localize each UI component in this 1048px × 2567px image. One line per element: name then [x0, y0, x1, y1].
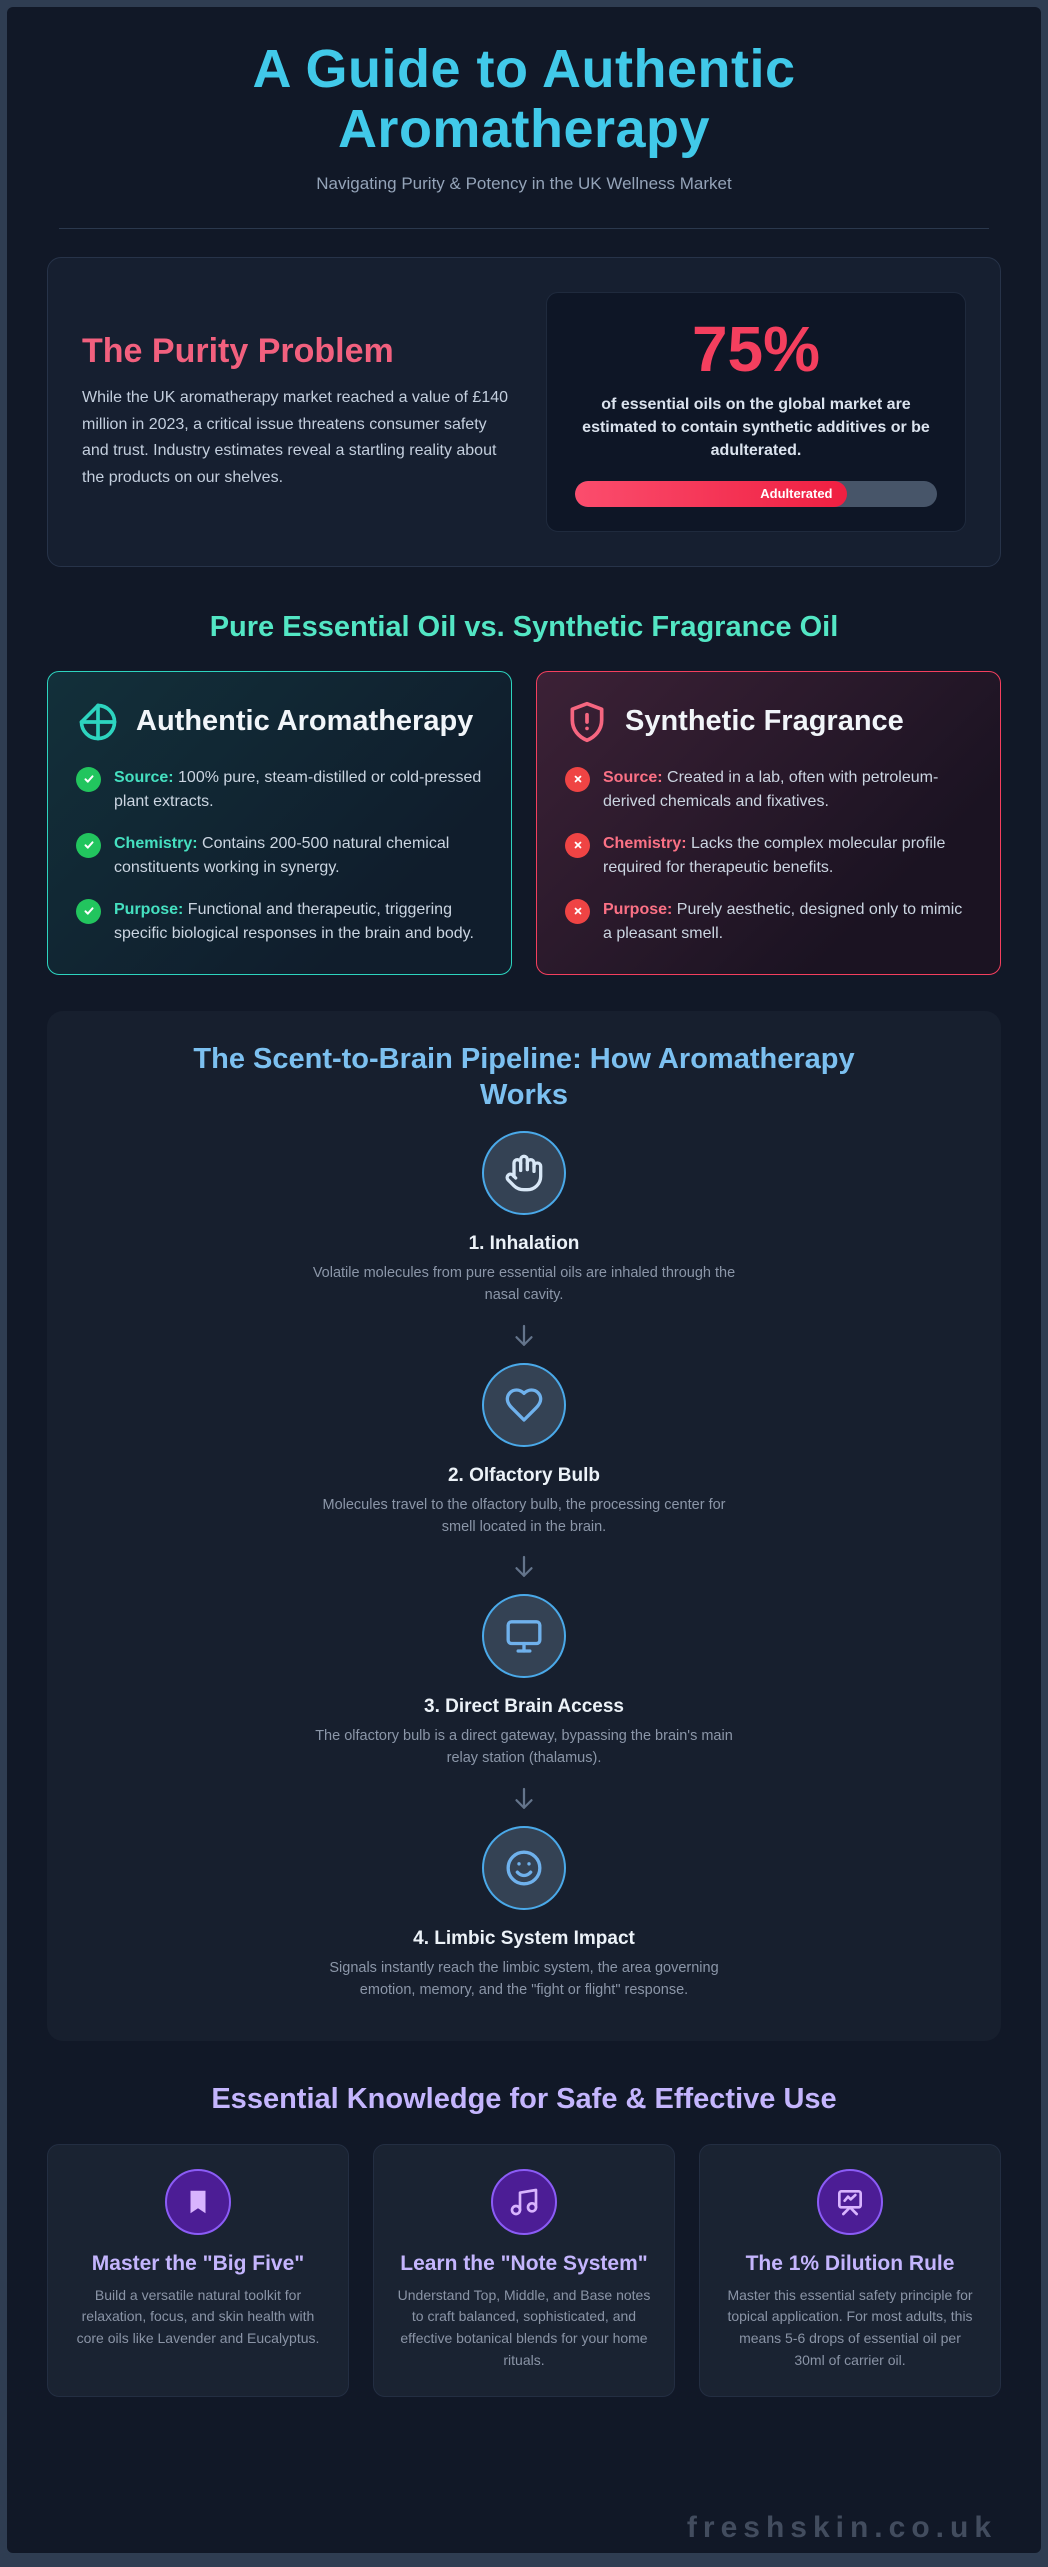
page-title: A Guide to Authentic Aromatherapy: [252, 39, 796, 160]
authentic-items: Source: 100% pure, steam-distilled or co…: [76, 766, 483, 946]
knowledge-card-text: Build a versatile natural toolkit for re…: [76, 2286, 320, 2347]
synthetic-items: Source: Created in a lab, often with pet…: [565, 766, 972, 946]
x-icon: [565, 766, 590, 792]
pipeline-heading: The Scent-to-Brain Pipeline: How Aromath…: [193, 1042, 855, 1111]
knowledge-grid: Master the "Big Five" Build a versatile …: [47, 2143, 1001, 2397]
heart-icon: [504, 1385, 544, 1425]
leaf-icon: [76, 700, 120, 744]
knowledge-icon-circle: [165, 2168, 231, 2235]
knowledge-icon-circle: [817, 2168, 883, 2235]
synthetic-card-header: Synthetic Fragrance: [565, 700, 972, 744]
x-icon: [565, 832, 590, 858]
list-item: Source: Created in a lab, often with pet…: [565, 766, 972, 814]
comparison-grid: Authentic Aromatherapy Source: 100% pure…: [47, 670, 1001, 975]
hand-icon: [504, 1153, 544, 1193]
purity-body: While the UK aromatherapy market reached…: [82, 389, 509, 486]
knowledge-card-dilution-rule: The 1% Dilution Rule Master this essenti…: [699, 2143, 1001, 2397]
synthetic-title: Synthetic Fragrance: [625, 705, 904, 738]
step-title: 2. Olfactory Bulb: [447, 1464, 601, 1486]
knowledge-card-text: Master this essential safety principle f…: [727, 2286, 973, 2368]
comparison-heading: Pure Essential Oil vs. Synthetic Fragran…: [209, 610, 839, 643]
check-icon: [76, 832, 101, 858]
pipeline-card: The Scent-to-Brain Pipeline: How Aromath…: [47, 1010, 1001, 2042]
page-subtitle: Navigating Purity & Potency in the UK We…: [316, 173, 732, 193]
adulteration-stat-box: 75% of essential oils on the global mark…: [546, 291, 966, 532]
monitor-icon: [504, 1616, 544, 1656]
step-text: Volatile molecules from pure essential o…: [312, 1265, 736, 1303]
authentic-card: Authentic Aromatherapy Source: 100% pure…: [47, 670, 512, 975]
authentic-card-header: Authentic Aromatherapy: [76, 700, 483, 744]
list-item: Purpose: Purely aesthetic, designed only…: [565, 898, 972, 946]
stat-caption: of essential oils on the global market a…: [582, 395, 930, 460]
step-text: Signals instantly reach the limbic syste…: [329, 1959, 719, 1998]
step-icon-circle: [482, 1825, 566, 1910]
knowledge-icon-circle: [491, 2168, 557, 2235]
presentation-icon: [834, 2186, 866, 2218]
step-icon-circle: [482, 1362, 566, 1447]
check-icon: [76, 766, 101, 792]
authentic-title: Authentic Aromatherapy: [136, 705, 474, 738]
watermark: freshskin.co.uk: [686, 2511, 997, 2544]
pipeline-step-olfactory-bulb: 2. Olfactory Bulb Molecules travel to th…: [87, 1362, 961, 1539]
infographic-page: A Guide to Authentic Aromatherapy Naviga…: [7, 7, 1041, 2553]
knowledge-card-note-system: Learn the "Note System" Understand Top, …: [373, 2143, 675, 2397]
knowledge-card-title: Learn the "Note System": [400, 2251, 648, 2275]
step-title: 3. Direct Brain Access: [424, 1696, 624, 1718]
step-icon-circle: [482, 1131, 566, 1216]
adulterated-bar-track: Adulterated: [575, 480, 937, 507]
knowledge-heading: Essential Knowledge for Safe & Effective…: [211, 2083, 837, 2116]
step-text: The olfactory bulb is a direct gateway, …: [315, 1728, 733, 1766]
knowledge-card-big-five: Master the "Big Five" Build a versatile …: [47, 2143, 349, 2397]
arrow-down-icon: [87, 1321, 961, 1351]
list-item: Purpose: Functional and therapeutic, tri…: [76, 898, 483, 946]
step-text: Molecules travel to the olfactory bulb, …: [322, 1496, 726, 1535]
pipeline-step-limbic-system: 4. Limbic System Impact Signals instantl…: [87, 1825, 961, 2002]
pipeline-step-inhalation: 1. Inhalation Volatile molecules from pu…: [87, 1131, 961, 1307]
smile-icon: [504, 1848, 544, 1888]
bar-label: Adulterated: [760, 486, 833, 501]
synthetic-card: Synthetic Fragrance Source: Created in a…: [536, 670, 1001, 975]
purity-text-column: The Purity Problem While the UK aromathe…: [82, 332, 510, 491]
pipeline-step-direct-brain-access: 3. Direct Brain Access The olfactory bul…: [87, 1594, 961, 1770]
step-title: 4. Limbic System Impact: [413, 1927, 635, 1949]
step-icon-circle: [482, 1594, 566, 1679]
list-item: Chemistry: Contains 200-500 natural chem…: [76, 832, 483, 880]
stat-value: 75%: [691, 312, 821, 385]
knowledge-card-title: The 1% Dilution Rule: [745, 2251, 955, 2275]
bookmark-icon: [183, 2187, 213, 2217]
arrow-down-icon: [87, 1784, 961, 1814]
purity-heading: The Purity Problem: [82, 332, 394, 371]
adulterated-bar-fill: Adulterated: [575, 480, 847, 507]
knowledge-card-text: Understand Top, Middle, and Base notes t…: [397, 2286, 651, 2368]
shield-alert-icon: [565, 700, 609, 744]
music-note-icon: [508, 2186, 540, 2218]
knowledge-card-title: Master the "Big Five": [91, 2251, 305, 2275]
x-icon: [565, 898, 590, 924]
header-divider: [59, 227, 989, 229]
step-title: 1. Inhalation: [468, 1233, 580, 1255]
list-item: Source: 100% pure, steam-distilled or co…: [76, 766, 483, 814]
arrow-down-icon: [87, 1552, 961, 1582]
check-icon: [76, 898, 101, 924]
purity-problem-card: The Purity Problem While the UK aromathe…: [47, 256, 1001, 567]
list-item: Chemistry: Lacks the complex molecular p…: [565, 832, 972, 880]
